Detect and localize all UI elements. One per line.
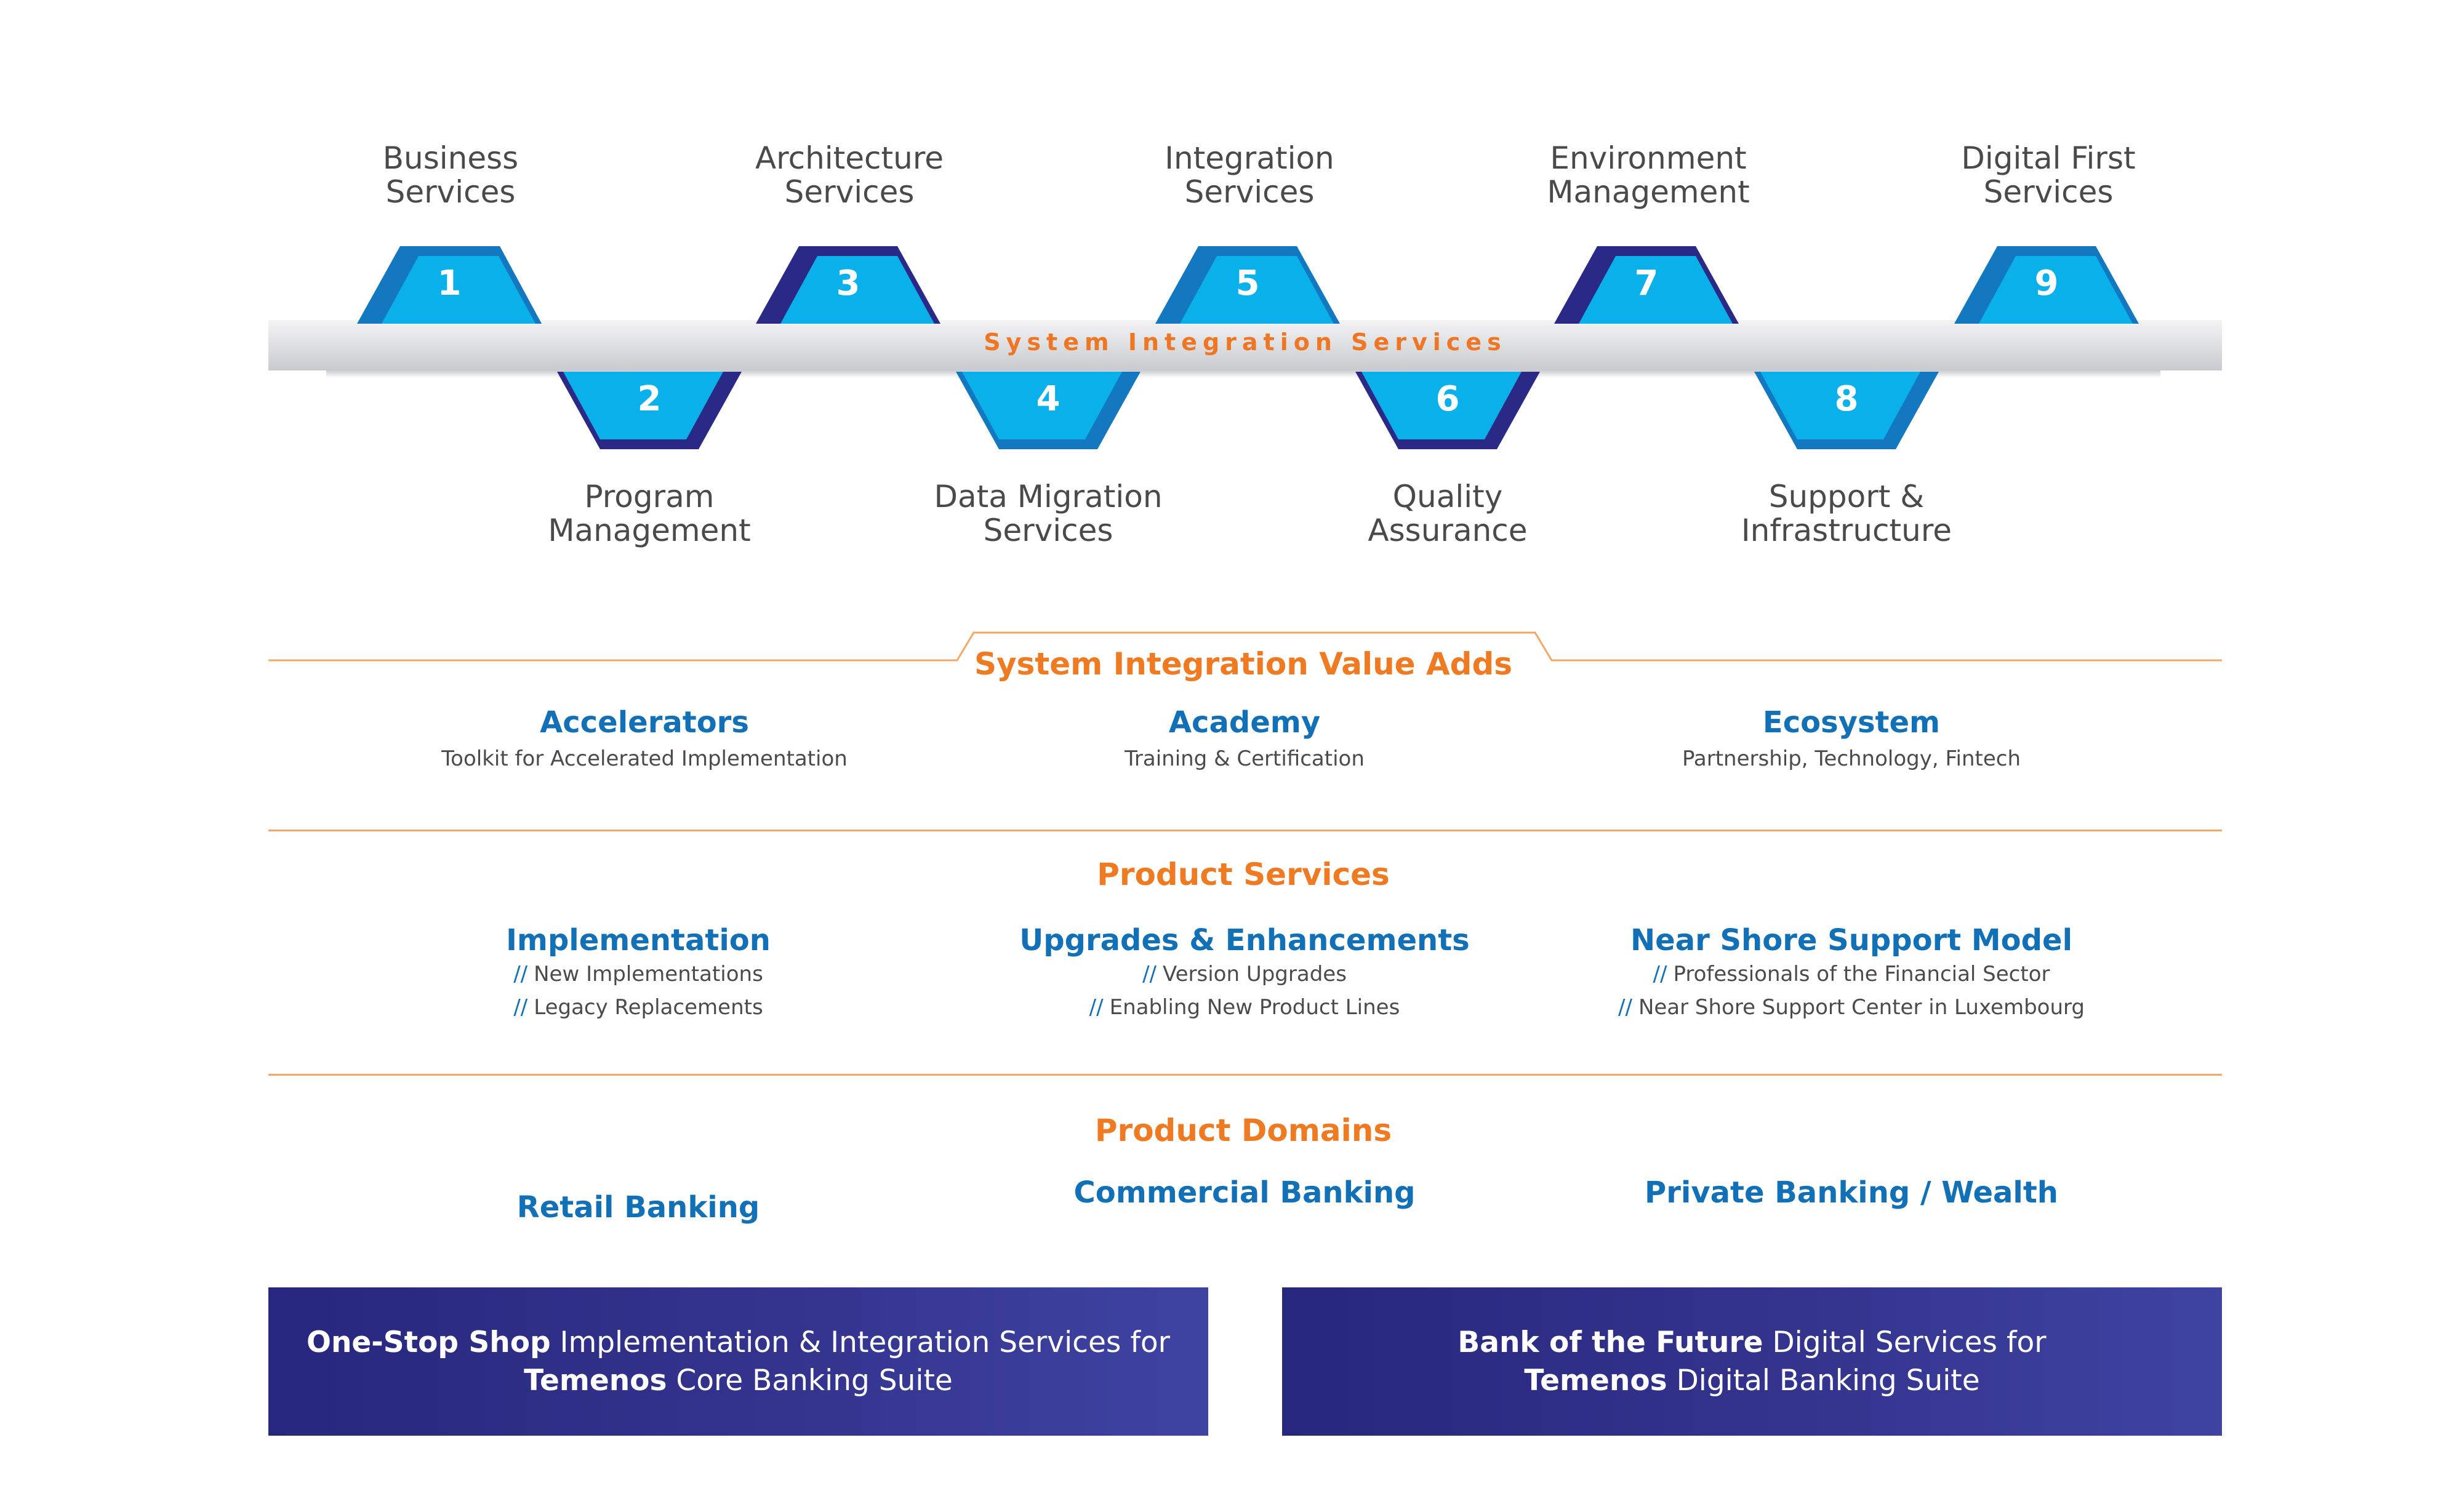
slash-marker: // bbox=[513, 995, 528, 1020]
service-near-shore-lines: //Professionals of the Financial Sector … bbox=[1618, 962, 2085, 1020]
value-add-ecosystem: Ecosystem bbox=[1762, 705, 1941, 740]
step-title-3: Architecture Services bbox=[755, 140, 944, 210]
step-title-9: Digital First Services bbox=[1961, 140, 2136, 210]
slash-marker: // bbox=[1089, 995, 1104, 1020]
product-services-title: Product Services bbox=[1097, 857, 1390, 892]
step-title-4: Data Migration Services bbox=[934, 479, 1163, 548]
divider-2 bbox=[268, 1074, 2222, 1076]
slash-marker: // bbox=[1142, 962, 1157, 986]
step-number-3: 3 bbox=[836, 263, 860, 303]
domain-private-banking: Private Banking / Wealth bbox=[1645, 1175, 2058, 1210]
step-number-9: 9 bbox=[2034, 263, 2059, 303]
system-integration-bar bbox=[268, 320, 2222, 370]
step-number-8: 8 bbox=[1834, 379, 1859, 419]
step-badge-7: 7 bbox=[1554, 245, 1739, 325]
step-badge-2: 2 bbox=[557, 370, 742, 450]
value-add-accelerators-sub: Toolkit for Accelerated Implementation bbox=[441, 746, 848, 771]
service-implementation: Implementation bbox=[506, 923, 771, 958]
step-badge-3: 3 bbox=[756, 245, 940, 325]
bar-label: System Integration Services bbox=[984, 329, 1507, 356]
step-number-5: 5 bbox=[1235, 263, 1260, 303]
step-title-7: Environment Management bbox=[1547, 140, 1750, 210]
slash-marker: // bbox=[1653, 962, 1667, 986]
step-badge-8: 8 bbox=[1754, 370, 1939, 450]
service-near-shore: Near Shore Support Model bbox=[1630, 923, 2073, 958]
value-add-ecosystem-sub: Partnership, Technology, Fintech bbox=[1682, 746, 2021, 771]
step-badge-1: 1 bbox=[357, 245, 542, 325]
bank-of-future-box: Bank of the Future Digital Services for … bbox=[1282, 1287, 2222, 1436]
domain-commercial-banking: Commercial Banking bbox=[1073, 1175, 1416, 1210]
step-title-1: Business Services bbox=[382, 140, 519, 210]
divider-1 bbox=[268, 830, 2222, 831]
service-upgrades: Upgrades & Enhancements bbox=[1019, 923, 1470, 958]
bar-shadow bbox=[326, 369, 2160, 378]
product-domains-title: Product Domains bbox=[1094, 1113, 1392, 1148]
one-stop-shop-box: One-Stop Shop Implementation & Integrati… bbox=[268, 1287, 1208, 1436]
step-badge-6: 6 bbox=[1355, 370, 1540, 450]
value-add-academy: Academy bbox=[1168, 705, 1321, 740]
step-badge-9: 9 bbox=[1954, 245, 2139, 325]
value-add-academy-sub: Training & Certification bbox=[1125, 746, 1365, 771]
step-number-6: 6 bbox=[1435, 379, 1460, 419]
step-number-7: 7 bbox=[1634, 263, 1659, 303]
step-badge-5: 5 bbox=[1155, 245, 1340, 325]
value-adds-frame bbox=[268, 631, 2222, 662]
step-badge-4: 4 bbox=[956, 370, 1141, 450]
value-adds-title: System Integration Value Adds bbox=[974, 646, 1513, 682]
step-title-8: Support & Infrastructure bbox=[1741, 479, 1952, 548]
service-implementation-lines: //New Implementations //Legacy Replaceme… bbox=[513, 962, 763, 1020]
value-add-accelerators: Accelerators bbox=[540, 705, 749, 740]
service-upgrades-lines: //Version Upgrades //Enabling New Produc… bbox=[1089, 962, 1400, 1020]
domain-retail-banking: Retail Banking bbox=[516, 1190, 760, 1225]
step-title-6: Quality Assurance bbox=[1368, 479, 1528, 548]
slash-marker: // bbox=[513, 962, 528, 986]
slash-marker: // bbox=[1618, 995, 1632, 1020]
step-title-5: Integration Services bbox=[1165, 140, 1334, 210]
step-number-1: 1 bbox=[437, 263, 462, 303]
step-title-2: Program Management bbox=[548, 479, 751, 548]
step-number-4: 4 bbox=[1036, 379, 1061, 419]
step-number-2: 2 bbox=[637, 379, 662, 419]
